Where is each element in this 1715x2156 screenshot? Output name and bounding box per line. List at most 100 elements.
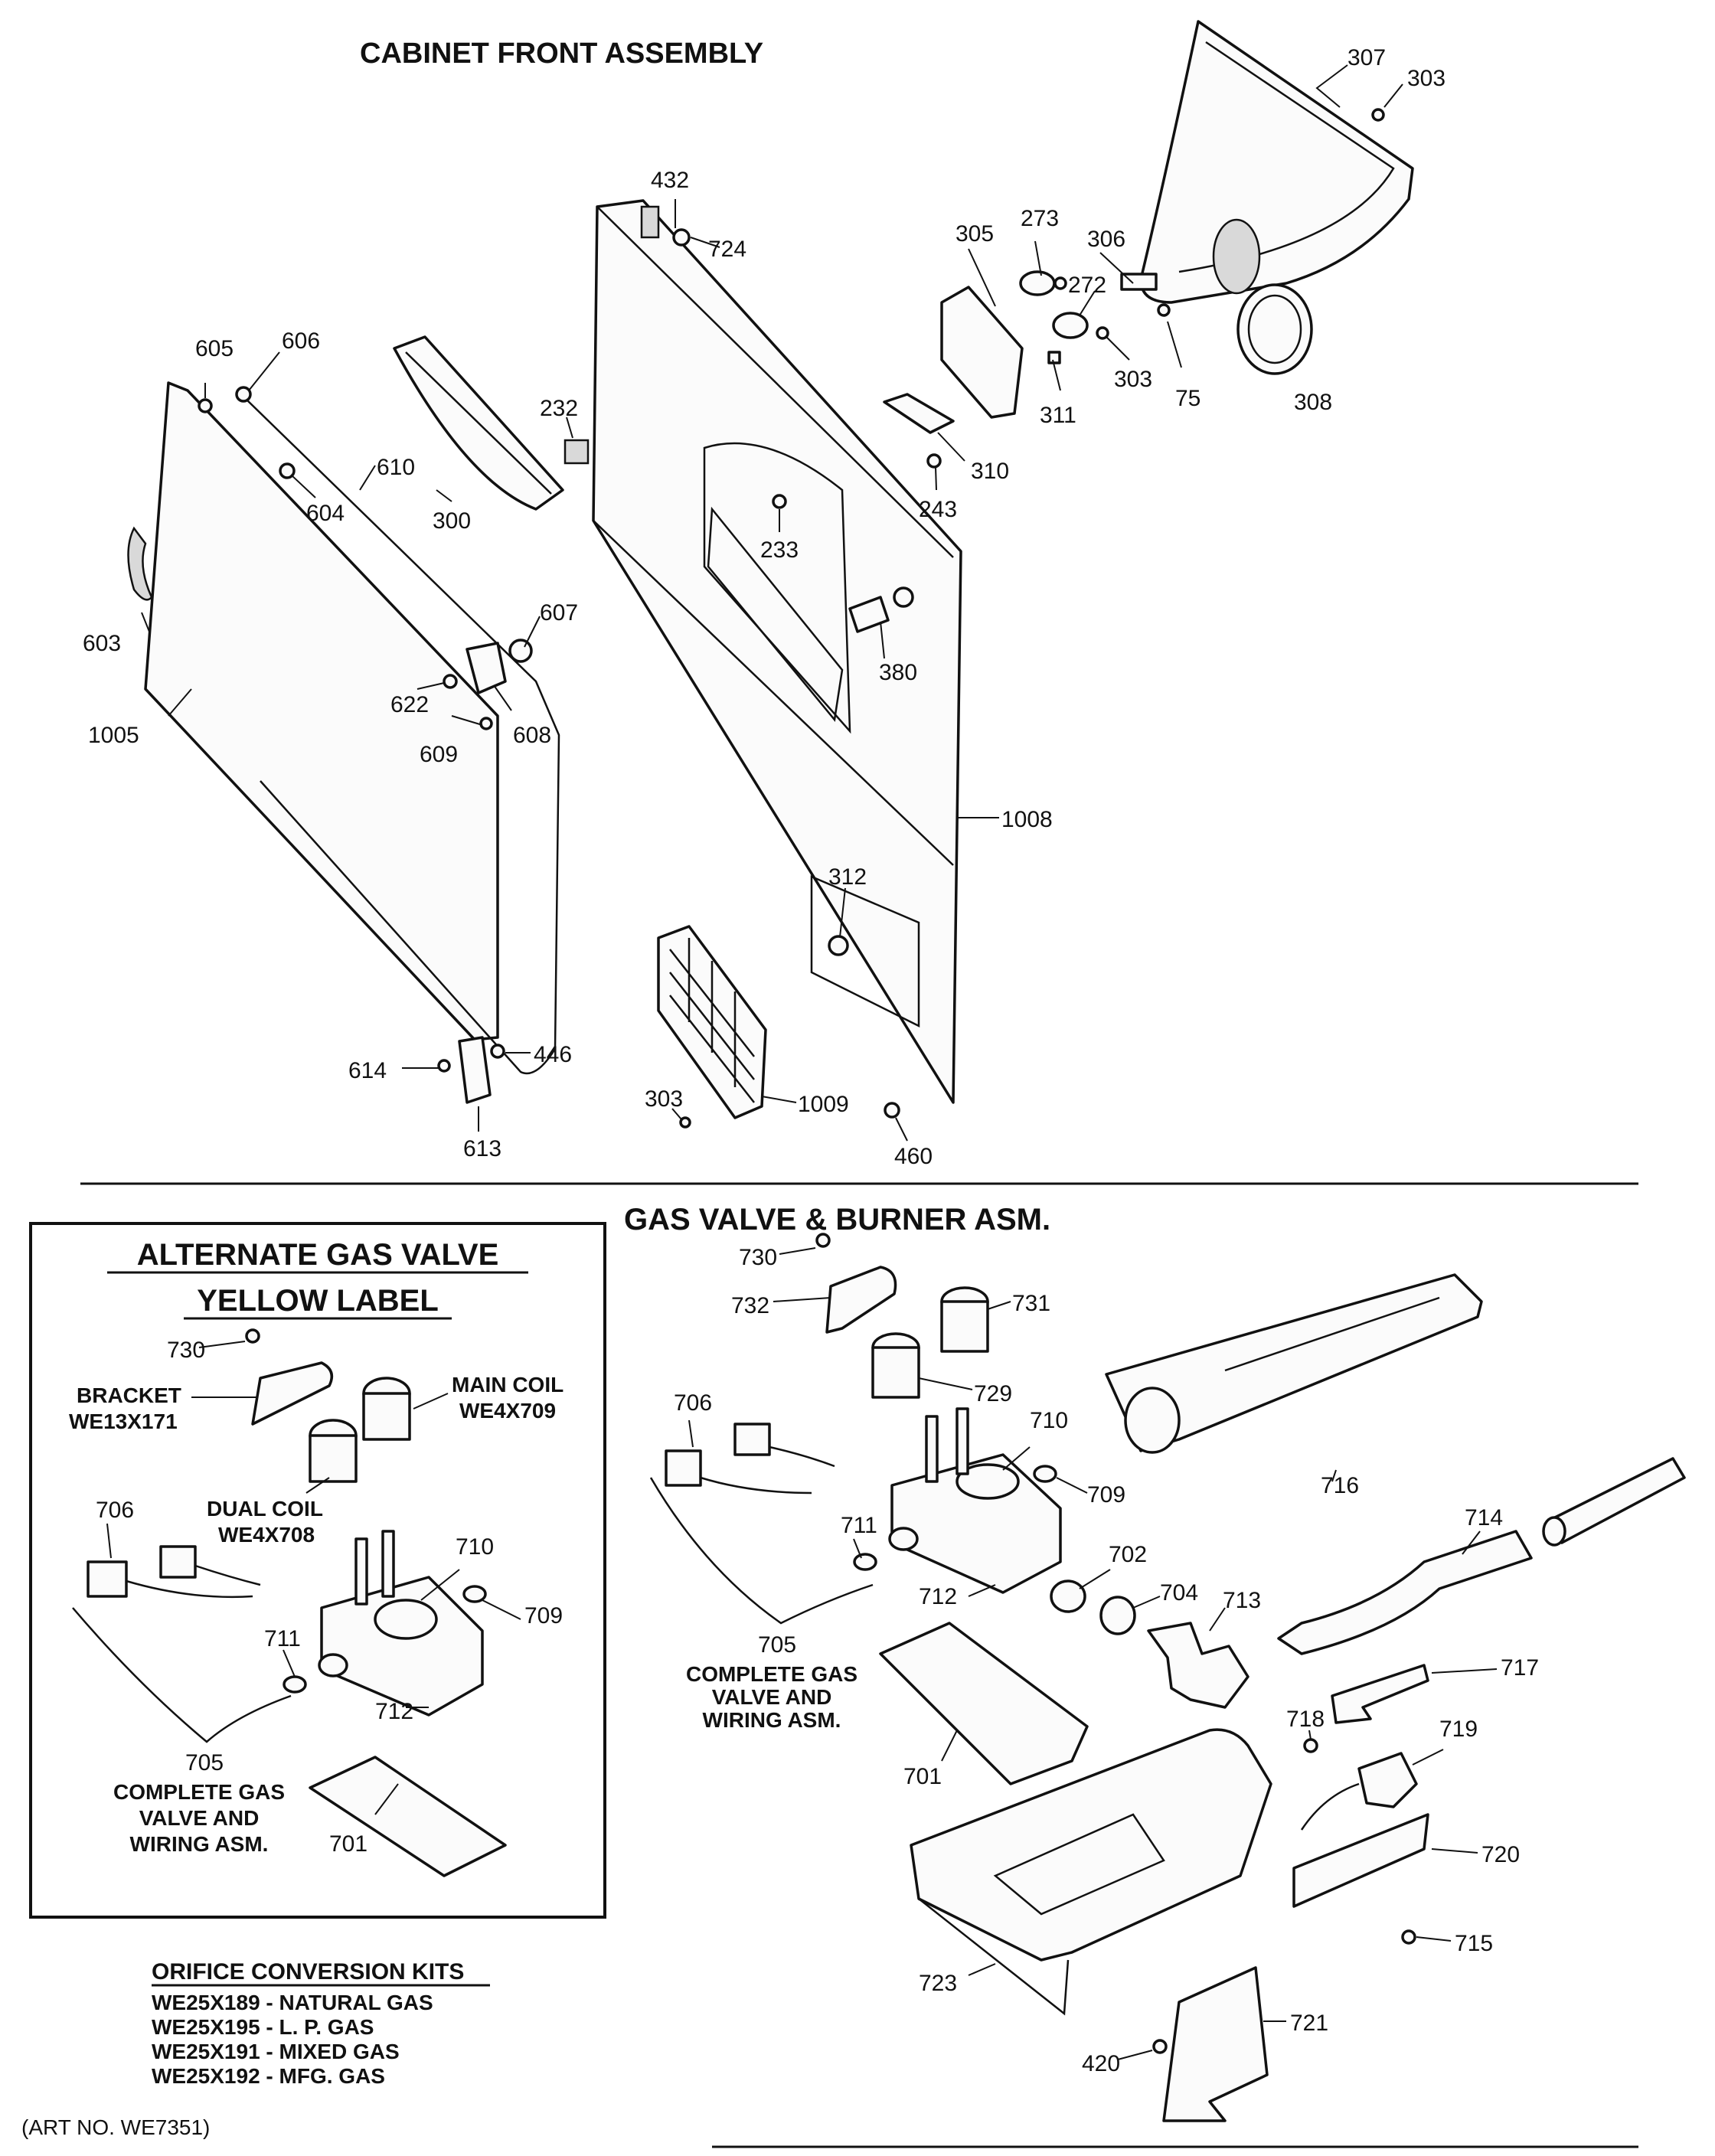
inset-callouts: 730 BRACKET WE13X171 MAIN COIL WE4X709 D… (69, 1338, 564, 1857)
gas-callout-713: 713 (1223, 1588, 1261, 1613)
gas-valve-burner-parts (649, 1233, 1686, 2122)
inset-title-line2: YELLOW LABEL (197, 1284, 439, 1318)
gas-callout-702: 702 (1109, 1542, 1147, 1567)
art-number: (ART NO. WE7351) (21, 2115, 210, 2139)
callout-724: 724 (708, 237, 746, 262)
main-coil-label-line1: MAIN COIL (452, 1373, 564, 1396)
callout-604: 604 (306, 501, 345, 526)
callout-609: 609 (420, 742, 458, 767)
callout-303: 303 (1407, 66, 1446, 91)
alternate-gas-valve-inset (29, 1222, 606, 1919)
gas-complete-line3: WIRING ASM. (703, 1708, 841, 1732)
lint-duct-part (1139, 20, 1414, 304)
callout-605: 605 (195, 336, 234, 361)
gas-callout-711: 711 (841, 1513, 877, 1538)
gas-callout-731: 731 (1012, 1291, 1050, 1316)
inset-complete-line3: WIRING ASM. (130, 1832, 269, 1856)
inset-leader-lines (106, 1341, 521, 1815)
callout-608: 608 (513, 723, 551, 748)
cabinet-hardware-parts (198, 108, 1385, 1129)
callout-610: 610 (377, 455, 415, 480)
inset-callout-706: 706 (96, 1498, 134, 1523)
inset-complete-line2: VALVE AND (139, 1806, 260, 1830)
callout-307: 307 (1348, 45, 1386, 70)
front-panel-part (592, 199, 962, 1104)
orifice-kit-item: WE25X189 - NATURAL GAS (152, 1991, 433, 2014)
callout-606: 606 (282, 328, 320, 354)
callout-306: 306 (1087, 227, 1125, 252)
callout-1008: 1008 (1001, 807, 1053, 832)
gas-callout-721: 721 (1290, 2011, 1328, 2036)
gas-callout-714: 714 (1465, 1505, 1503, 1530)
orifice-kit-item: WE25X192 - MFG. GAS (152, 2064, 385, 2088)
duct-seal-ring-part (1236, 283, 1313, 375)
gas-callout-709: 709 (1087, 1482, 1125, 1508)
lint-filter-part (393, 335, 564, 511)
gas-callout-710: 710 (1030, 1408, 1068, 1433)
callout-308: 308 (1294, 390, 1332, 415)
callout-446: 446 (534, 1042, 572, 1067)
gas-callout-712: 712 (919, 1584, 957, 1609)
gas-callout-716: 716 (1321, 1473, 1359, 1498)
callout-273: 273 (1021, 206, 1059, 231)
callout-75: 75 (1175, 386, 1200, 411)
bracket-label-line2: WE13X171 (69, 1410, 178, 1433)
callout-460: 460 (894, 1144, 933, 1169)
callout-614: 614 (348, 1058, 387, 1083)
cabinet-front-assembly-title: CABINET FRONT ASSEMBLY (360, 38, 763, 70)
callout-1005: 1005 (88, 723, 139, 748)
gas-callout-719: 719 (1439, 1717, 1478, 1742)
gas-callout-705: 705 (758, 1632, 796, 1658)
callout-311: 311 (1040, 403, 1076, 428)
main-coil-label-line2: WE4X709 (459, 1399, 556, 1423)
callout-312: 312 (828, 864, 867, 890)
door-panel-part (127, 381, 560, 1075)
gas-leader-lines (688, 1247, 1498, 2060)
inset-callout-711: 711 (264, 1626, 301, 1651)
gas-callout-701: 701 (903, 1764, 942, 1789)
gas-complete-line2: VALVE AND (712, 1685, 832, 1709)
callout-607: 607 (540, 600, 578, 626)
gas-callout-732: 732 (731, 1293, 769, 1318)
gas-callouts: 730 732 731 729 706 710 709 711 712 702 … (674, 1245, 1539, 2076)
inset-callout-730: 730 (167, 1338, 205, 1363)
dual-coil-label-line1: DUAL COIL (207, 1497, 323, 1521)
callout-232: 232 (540, 396, 578, 421)
callout-272: 272 (1068, 273, 1106, 298)
gas-callout-704: 704 (1160, 1580, 1198, 1606)
callout-305: 305 (956, 221, 994, 247)
callout-603: 603 (83, 631, 121, 656)
gas-callout-720: 720 (1481, 1842, 1520, 1867)
gas-callout-730: 730 (739, 1245, 777, 1270)
inset-callout-712: 712 (375, 1699, 413, 1724)
callout-310: 310 (971, 459, 1009, 484)
gas-callout-723: 723 (919, 1971, 957, 1996)
gas-callout-717: 717 (1501, 1655, 1539, 1681)
strip-part (883, 393, 955, 434)
shield-panel-part (940, 286, 1024, 419)
callout-1009: 1009 (798, 1092, 849, 1117)
gas-callout-706: 706 (674, 1390, 712, 1416)
callout-432: 432 (651, 168, 689, 193)
gas-callout-420: 420 (1082, 2051, 1120, 2076)
bracket-label-line1: BRACKET (77, 1383, 181, 1407)
inset-title-line1: ALTERNATE GAS VALVE (137, 1238, 499, 1272)
callout-380: 380 (879, 660, 917, 685)
inset-callout-710: 710 (456, 1534, 494, 1560)
callout-613: 613 (463, 1136, 501, 1161)
callout-303: 303 (1114, 367, 1152, 392)
gas-complete-line1: COMPLETE GAS (686, 1662, 858, 1686)
callout-303: 303 (645, 1086, 683, 1112)
inset-callout-705: 705 (185, 1750, 224, 1775)
gas-callout-718: 718 (1286, 1707, 1325, 1732)
inset-parts (72, 1328, 507, 1877)
kick-panel-grille-part (657, 925, 767, 1119)
inset-callout-701: 701 (329, 1831, 368, 1857)
gas-valve-burner-title: GAS VALVE & BURNER ASM. (624, 1203, 1050, 1236)
inset-callout-709: 709 (524, 1603, 563, 1628)
callout-233: 233 (760, 537, 799, 563)
inset-complete-line1: COMPLETE GAS (113, 1780, 285, 1804)
cabinet-leader-lines (141, 64, 1403, 1142)
orifice-kit-item: WE25X195 - L. P. GAS (152, 2015, 374, 2039)
